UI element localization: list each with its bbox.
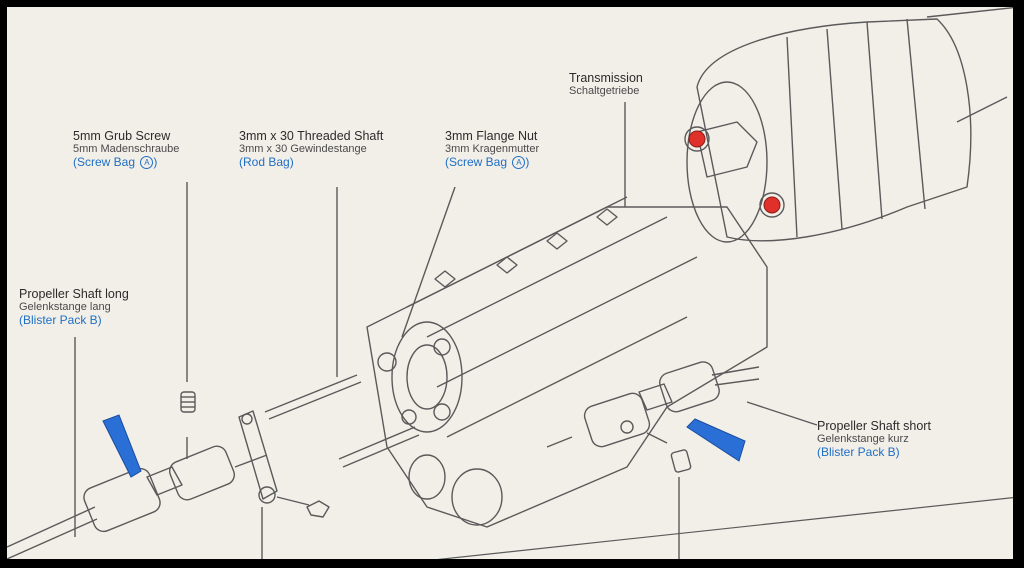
leader-prop-short — [746, 401, 818, 426]
label-prop-long: Propeller Shaft long Gelenkstange lang (… — [19, 287, 129, 328]
label-prop-short-en: Propeller Shaft short — [817, 419, 931, 433]
label-prop-short-bag: (Blister Pack B) — [817, 445, 900, 460]
insert-arrows — [186, 432, 668, 506]
label-prop-long-de: Gelenkstange lang — [19, 301, 111, 314]
label-grub-screw-de: 5mm Madenschraube — [73, 143, 180, 156]
bag-close: ) — [153, 155, 158, 170]
label-threaded-shaft: 3mm x 30 Threaded Shaft 3mm x 30 Gewinde… — [239, 129, 383, 170]
propeller-shaft-short — [583, 361, 760, 448]
bag-letter-badge: A — [512, 156, 526, 170]
threaded-shafts — [264, 374, 420, 468]
propeller-shaft-long — [7, 445, 268, 559]
label-flange-nut-de: 3mm Kragenmutter — [445, 143, 540, 156]
assembly-drawing — [7, 7, 1013, 559]
label-transmission: Transmission Schaltgetriebe — [569, 71, 643, 98]
red-marker-top — [688, 130, 706, 148]
red-markers — [688, 130, 781, 214]
bag-text: (Screw Bag — [73, 155, 136, 170]
label-prop-long-en: Propeller Shaft long — [19, 287, 129, 301]
bottom-rail — [437, 497, 1013, 559]
diagram-panel: Transmission Schaltgetriebe 5mm Grub Scr… — [4, 4, 1016, 562]
bag-letter-badge: A — [140, 156, 154, 170]
label-threaded-shaft-en: 3mm x 30 Threaded Shaft — [239, 129, 384, 143]
label-grub-screw-en: 5mm Grub Screw — [73, 129, 171, 143]
grease-tube-left — [102, 414, 142, 478]
label-prop-short: Propeller Shaft short Gelenkstange kurz … — [817, 419, 931, 460]
label-prop-long-bag: (Blister Pack B) — [19, 313, 102, 328]
label-flange-nut-bag: (Screw Bag A) — [445, 155, 539, 170]
label-threaded-shaft-de: 3mm x 30 Gewindestange — [239, 143, 367, 156]
grub-screw-part — [180, 391, 196, 413]
grease-tube-right — [686, 418, 746, 462]
grub-screw-short — [670, 449, 692, 473]
label-transmission-de: Schaltgetriebe — [569, 85, 640, 98]
lever-arm — [238, 410, 330, 518]
label-transmission-en: Transmission — [569, 71, 643, 85]
red-marker-bottom — [763, 196, 781, 214]
label-grub-screw: 5mm Grub Screw 5mm Madenschraube (Screw … — [73, 129, 179, 170]
bag-text: (Screw Bag — [445, 155, 508, 170]
label-prop-short-de: Gelenkstange kurz — [817, 433, 909, 446]
label-threaded-shaft-bag: (Rod Bag) — [239, 155, 294, 170]
bag-close: ) — [525, 155, 530, 170]
leader-flange-nut — [401, 186, 456, 338]
motor-cylinder — [684, 7, 1013, 243]
label-flange-nut-en: 3mm Flange Nut — [445, 129, 538, 143]
label-flange-nut: 3mm Flange Nut 3mm Kragenmutter (Screw B… — [445, 129, 539, 170]
label-grub-screw-bag: (Screw Bag A) — [73, 155, 179, 170]
grease-tubes — [102, 414, 746, 478]
